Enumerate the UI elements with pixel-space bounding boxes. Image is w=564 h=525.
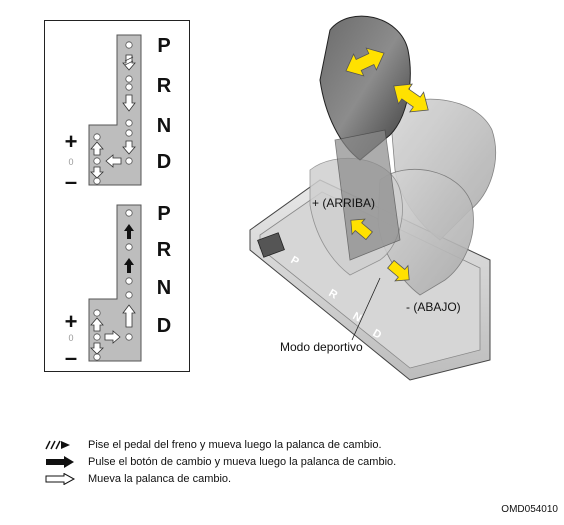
gear-label-d: D (156, 315, 172, 337)
gate-top-graphic (88, 34, 142, 186)
gate-dot (125, 243, 133, 251)
sport-mode-label: Modo deportivo (280, 340, 363, 354)
gate-dot (125, 291, 133, 299)
outline-down-arrow-icon (122, 140, 136, 155)
outline-down-arrow-icon (90, 166, 104, 179)
gear-label-n: N (156, 277, 172, 299)
legend-text: Pise el pedal del freno y mueva luego la… (88, 438, 382, 451)
gate-dot (125, 333, 133, 341)
legend-text: Pulse el botón de cambio y mueva luego l… (88, 455, 397, 468)
gear-label-r: R (156, 239, 172, 261)
solid-arrow-icon (44, 455, 78, 468)
plus-sign: + (64, 309, 78, 334)
gate-dot (125, 129, 133, 137)
up-label: + (ARRIBA) (312, 196, 376, 210)
outline-up-arrow-icon (122, 304, 136, 328)
outline-up-arrow-icon (90, 141, 104, 156)
gate-dot (93, 133, 101, 141)
lever-graphic: P R N D (249, 15, 496, 381)
neutral-mark: 0 (68, 157, 74, 167)
outline-up-arrow-icon (90, 317, 104, 332)
legend: Pise el pedal del freno y mueva luego la… (44, 436, 504, 487)
down-label: - (ABAJO) (406, 300, 461, 314)
minus-sign: – (64, 345, 78, 370)
hatched-arrow-icon (44, 439, 78, 451)
gate-dot (125, 83, 133, 91)
gate-bottom-graphic (88, 204, 142, 362)
yellow-down-arrow-icon (387, 259, 410, 282)
neutral-mark: 0 (68, 333, 74, 343)
gate-dot (125, 157, 133, 165)
legend-text: Mueva la palanca de cambio. (88, 472, 232, 485)
gate-dot (125, 209, 133, 217)
yellow-double-arrow-icon (345, 47, 385, 77)
gear-label-p: P (157, 203, 171, 225)
gear-label-r: R (156, 75, 172, 97)
gate-dot (93, 177, 101, 185)
gate-dot (125, 75, 133, 83)
outline-down-arrow-icon (90, 342, 104, 355)
legend-item: Pise el pedal del freno y mueva luego la… (44, 436, 504, 453)
shift-lock-button (257, 232, 285, 258)
outline-left-arrow-icon (105, 154, 122, 168)
yellow-up-arrow-icon (350, 218, 373, 241)
gate-dot (125, 41, 133, 49)
gate-dot (93, 353, 101, 361)
legend-item: Mueva la palanca de cambio. (44, 470, 504, 487)
gate-dot (93, 157, 101, 165)
gate-dot (93, 309, 101, 317)
shift-gate-top: P R N D + 0 – (45, 21, 191, 195)
gate-dot (93, 333, 101, 341)
minus-sign: – (64, 169, 78, 194)
plus-sign: + (64, 129, 78, 154)
figure-code: OMD054010 (501, 504, 558, 515)
solid-up-arrow-icon (124, 224, 134, 239)
gear-label-p: P (157, 35, 171, 57)
outline-arrow-icon (44, 472, 78, 485)
outline-down-arrow-icon (122, 94, 136, 112)
gear-lever-illustration: P R N D + (ARRIBA) - (ABAJO) Modo deport… (240, 10, 550, 390)
hatched-down-arrow-icon (122, 54, 136, 71)
gate-dot (125, 277, 133, 285)
outline-right-arrow-icon (104, 330, 121, 344)
shift-gate-bottom: P R N D + 0 – (45, 195, 191, 369)
legend-item: Pulse el botón de cambio y mueva luego l… (44, 453, 504, 470)
gear-label-n: N (156, 115, 172, 137)
gear-label-d: D (156, 151, 172, 173)
solid-up-arrow-icon (124, 258, 134, 273)
gate-dot (125, 119, 133, 127)
shift-pattern-panel: P R N D + 0 – P R (44, 20, 190, 372)
yellow-double-arrow-icon (393, 83, 429, 113)
